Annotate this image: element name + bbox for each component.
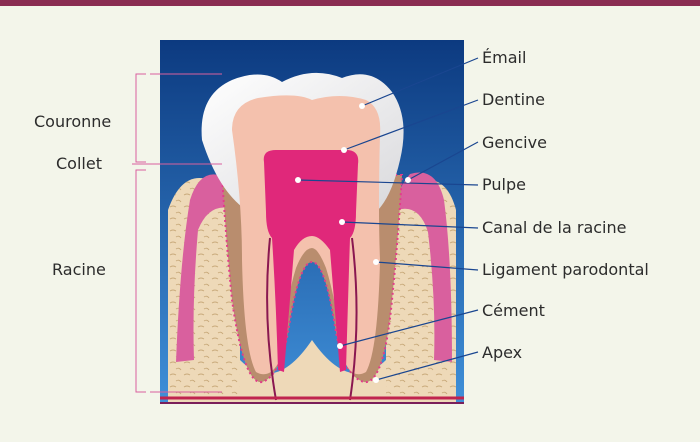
label-gum: Gencive	[482, 133, 547, 152]
label-pulp: Pulpe	[482, 175, 526, 194]
dot-root-canal	[339, 219, 345, 225]
dot-cementum	[337, 343, 343, 349]
dot-periodontal-ligament	[373, 259, 379, 265]
label-neck: Collet	[56, 154, 102, 173]
label-root: Racine	[52, 260, 106, 279]
label-periodontal-ligament: Ligament parodontal	[482, 260, 649, 279]
label-cementum: Cément	[482, 301, 545, 320]
label-dentin: Dentine	[482, 90, 545, 109]
label-crown: Couronne	[34, 112, 111, 131]
dot-apex	[373, 377, 379, 383]
dot-gum	[405, 177, 411, 183]
label-root-canal: Canal de la racine	[482, 218, 626, 237]
label-apex: Apex	[482, 343, 522, 362]
dot-dentin	[341, 147, 347, 153]
label-enamel: Émail	[482, 48, 526, 67]
dot-enamel	[359, 103, 365, 109]
dot-pulp	[295, 177, 301, 183]
